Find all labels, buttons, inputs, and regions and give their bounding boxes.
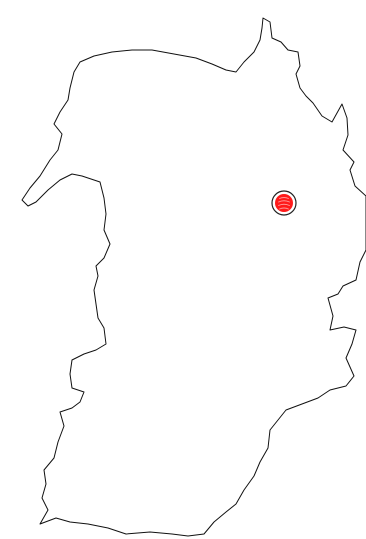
location-marker[interactable] — [271, 190, 297, 216]
region-outline — [21, 17, 366, 537]
marker-glyph-icon — [278, 197, 290, 210]
location-marker-icon — [275, 194, 293, 212]
